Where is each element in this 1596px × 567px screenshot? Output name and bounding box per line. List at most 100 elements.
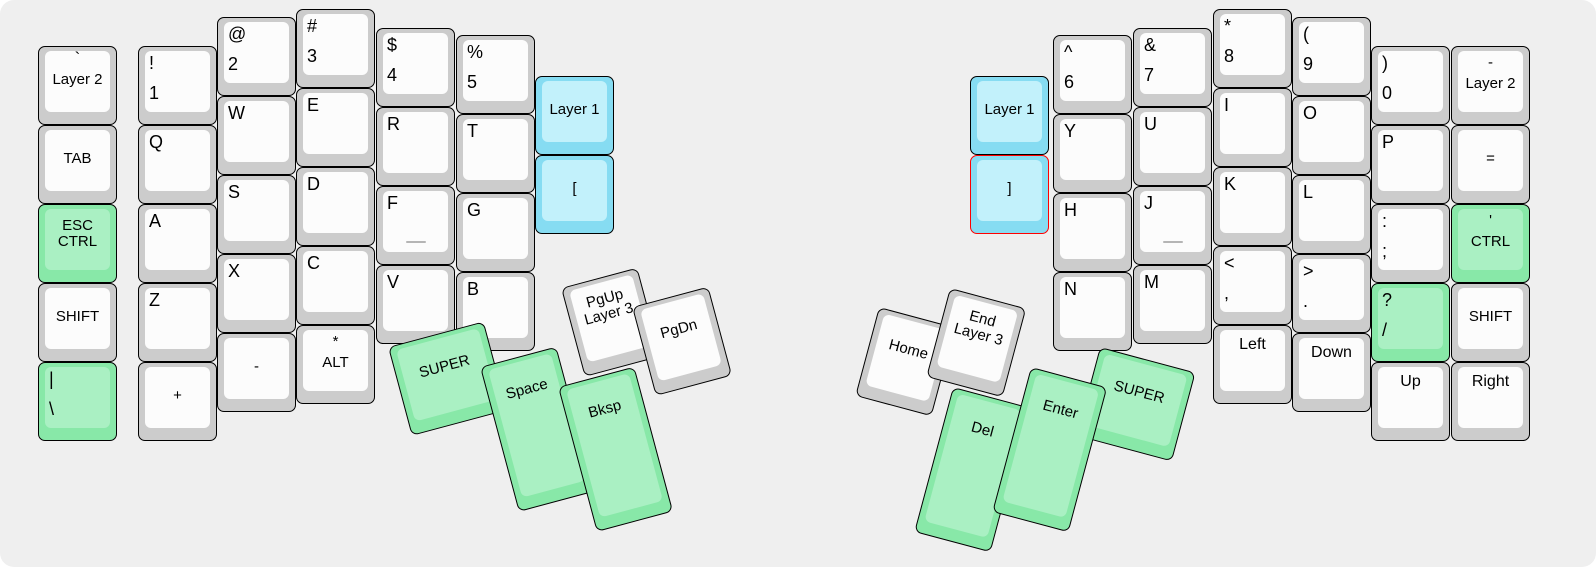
key-r-c3-r4[interactable]: <, — [1213, 246, 1292, 325]
key-legends: S — [217, 175, 296, 254]
key-base-legend: U — [1144, 114, 1157, 134]
key-r-c6-r4[interactable]: SHIFT — [1451, 283, 1530, 362]
key-legends: $4 — [376, 28, 455, 107]
key-l-c6-r1[interactable]: %5 — [456, 35, 535, 114]
key-cap — [45, 209, 110, 270]
key-l-c3-r2[interactable]: W — [217, 96, 296, 175]
key-r-c1-r4[interactable]: N — [1053, 272, 1132, 351]
key-r-c2-r2[interactable]: U — [1133, 107, 1212, 186]
key-base-legend: M — [1144, 272, 1159, 292]
key-l-c3-r3[interactable]: S — [217, 175, 296, 254]
key-l-c3-r4[interactable]: X — [217, 254, 296, 333]
key-r-c5-r2[interactable]: P — [1371, 125, 1450, 204]
key-r-c2-r3[interactable]: J — [1133, 186, 1212, 265]
key-base-legend: X — [228, 261, 241, 281]
key-r-c2-r1[interactable]: &7 — [1133, 28, 1212, 107]
key-l-c7-r2[interactable]: [ — [535, 155, 614, 234]
key-cap — [145, 209, 210, 270]
key-l-c1-r5[interactable]: |\ — [38, 362, 117, 441]
key-legends: Y — [1053, 114, 1132, 193]
key-legends: ?/ — [1371, 283, 1450, 362]
key-l-c2-r4[interactable]: Z — [138, 283, 217, 362]
key-l-c2-r1[interactable]: !1 — [138, 46, 217, 125]
key-r-c6-r5[interactable]: Right — [1451, 362, 1530, 441]
key-l-c4-r1[interactable]: #3 — [296, 9, 375, 88]
key-shift-legend: & — [1144, 35, 1157, 55]
key-l-c3-r5[interactable]: - — [217, 333, 296, 412]
homing-bar — [405, 241, 426, 243]
key-r-c3-r5[interactable]: Left — [1213, 325, 1292, 404]
key-l-c6-r4[interactable]: B — [456, 272, 535, 351]
key-base-legend: E — [307, 95, 320, 115]
key-r-c3-r1[interactable]: *8 — [1213, 9, 1292, 88]
key-l-c4-r2[interactable]: E — [296, 88, 375, 167]
key-legends: `Layer 2 — [38, 46, 117, 125]
key-legends: T — [456, 114, 535, 193]
key-base-legend: = — [1486, 150, 1495, 167]
key-base-legend: N — [1064, 279, 1077, 299]
key-r-c1-r2[interactable]: Y — [1053, 114, 1132, 193]
key-l-c6-r2[interactable]: T — [456, 114, 535, 193]
key-r-c4-r3[interactable]: L — [1292, 175, 1371, 254]
key-r-c0-r2[interactable]: ] — [970, 155, 1049, 234]
key-l-c5-r2[interactable]: R — [376, 107, 455, 186]
key-base-legend: + — [173, 387, 182, 404]
key-r-c6-r2[interactable]: = — [1451, 125, 1530, 204]
key-l-c4-r3[interactable]: D — [296, 167, 375, 246]
key-l-c3-r1[interactable]: @2 — [217, 17, 296, 96]
key-l-c1-r4[interactable]: SHIFT — [38, 283, 117, 362]
key-base-legend: K — [1224, 174, 1237, 194]
key-r-c5-r5[interactable]: Up — [1371, 362, 1450, 441]
key-r-c6-r3[interactable]: 'CTRL — [1451, 204, 1530, 283]
key-cap — [45, 288, 110, 349]
key-r-c4-r1[interactable]: (9 — [1292, 17, 1371, 96]
key-r-c1-r3[interactable]: H — [1053, 193, 1132, 272]
key-r-c3-r3[interactable]: K — [1213, 167, 1292, 246]
key-legends: SHIFT — [1451, 283, 1530, 362]
key-r-c6-r1[interactable]: -Layer 2 — [1451, 46, 1530, 125]
key-r-c5-r3[interactable]: :; — [1371, 204, 1450, 283]
key-base-legend: 2 — [228, 54, 239, 74]
key-l-c5-r1[interactable]: $4 — [376, 28, 455, 107]
key-base-legend: Left — [1239, 336, 1266, 353]
key-legends: )0 — [1371, 46, 1450, 125]
key-r-c5-r4[interactable]: ?/ — [1371, 283, 1450, 362]
key-legends: M — [1133, 265, 1212, 344]
key-l-c4-r5[interactable]: *ALT — [296, 325, 375, 404]
key-cap — [45, 51, 110, 112]
key-r-c0-r1[interactable]: Layer 1 — [970, 76, 1049, 155]
key-cap — [1458, 51, 1523, 112]
key-l-c5-r3[interactable]: F — [376, 186, 455, 265]
key-legends: C — [296, 246, 375, 325]
key-cap — [1378, 130, 1443, 191]
key-r-c1-r1[interactable]: ^6 — [1053, 35, 1132, 114]
key-r-t-enter[interactable]: Enter — [992, 367, 1108, 533]
key-r-c4-r4[interactable]: >. — [1292, 254, 1371, 333]
key-shift-legend: @ — [228, 24, 247, 44]
key-r-c2-r4[interactable]: M — [1133, 265, 1212, 344]
key-cap — [977, 81, 1042, 142]
key-l-c1-r1[interactable]: `Layer 2 — [38, 46, 117, 125]
key-l-c7-r1[interactable]: Layer 1 — [535, 76, 614, 155]
key-l-c1-r2[interactable]: TAB — [38, 125, 117, 204]
key-l-c2-r2[interactable]: Q — [138, 125, 217, 204]
key-l-c2-r5[interactable]: + — [138, 362, 217, 441]
key-r-c3-r2[interactable]: I — [1213, 88, 1292, 167]
key-r-c5-r1[interactable]: )0 — [1371, 46, 1450, 125]
key-shift-legend: ? — [1382, 290, 1393, 310]
key-l-c6-r3[interactable]: G — [456, 193, 535, 272]
key-base-legend: ; — [1382, 241, 1388, 261]
key-l-c4-r4[interactable]: C — [296, 246, 375, 325]
key-l-c2-r3[interactable]: A — [138, 204, 217, 283]
key-r-c4-r5[interactable]: Down — [1292, 333, 1371, 412]
key-r-c4-r2[interactable]: O — [1292, 96, 1371, 175]
key-base-legend: Layer 1 — [549, 101, 600, 118]
